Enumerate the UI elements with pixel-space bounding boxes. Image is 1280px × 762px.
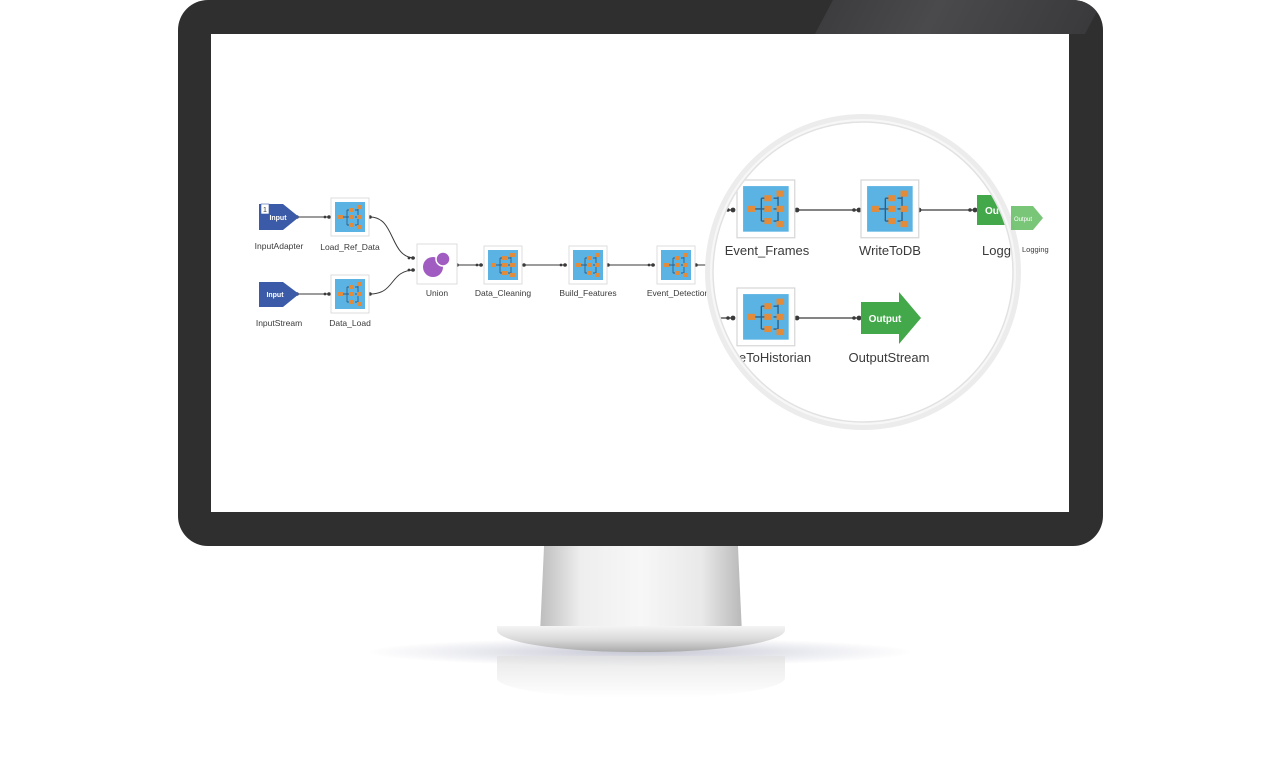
write-to-historian-node[interactable]: eToHistorian <box>736 287 811 365</box>
node-label: Data_Load <box>329 318 371 328</box>
dataflow-icon <box>860 179 920 239</box>
dataflow-icon <box>568 245 608 285</box>
badge-number: 1 <box>263 207 267 214</box>
data-cleaning-node[interactable]: Data_Cleaning <box>475 245 532 298</box>
monitor-screen: 1 Input InputAdapter Input InputStream L… <box>211 34 1069 512</box>
dataflow-icon <box>483 245 523 285</box>
dataflow-icon <box>736 287 796 347</box>
node-label: Build_Features <box>559 288 616 298</box>
data-load-node[interactable]: Data_Load <box>329 274 371 328</box>
node-label: WriteToDB <box>859 243 921 258</box>
input-arrow-icon <box>259 282 299 307</box>
node-label: InputStream <box>256 318 302 328</box>
input-adapter-node[interactable]: 1 Input InputAdapter <box>255 203 304 251</box>
magnifier-lens: Event_Frames WriteToDB Ou Logg eToHistor… <box>705 114 1021 430</box>
union-node[interactable]: Union <box>416 243 458 298</box>
dataflow-icon <box>656 245 696 285</box>
input-stream-node[interactable]: Input InputStream <box>256 282 302 328</box>
output-badge-label: Ou <box>985 206 999 217</box>
node-label: Load_Ref_Data <box>320 242 380 252</box>
event-detection-node[interactable]: Event_Detection <box>647 245 710 298</box>
dataflow-icon <box>330 197 370 237</box>
build-features-node[interactable]: Build_Features <box>559 245 617 298</box>
write-to-db-node[interactable]: WriteToDB <box>859 179 921 258</box>
pipeline-diagram: 1 Input InputAdapter Input InputStream L… <box>255 114 1049 430</box>
output-badge-label: Output <box>1014 217 1032 223</box>
logging-small-label: Logging <box>1022 245 1049 254</box>
output-badge-label: Output <box>869 314 902 325</box>
output-arrow-icon <box>1011 206 1043 230</box>
node-label: Logg <box>982 243 1011 258</box>
input-badge-label: Input <box>269 215 287 222</box>
dataflow-icon <box>736 179 796 239</box>
input-badge-label: Input <box>266 292 284 299</box>
event-frames-node[interactable]: Event_Frames <box>725 179 810 258</box>
node-label: OutputStream <box>849 350 930 365</box>
dataflow-icon <box>330 274 370 314</box>
node-label: Union <box>426 288 448 298</box>
node-label: InputAdapter <box>255 241 304 251</box>
monitor-reflection <box>497 656 785 698</box>
badge-number-box <box>260 203 270 215</box>
node-label: Data_Cleaning <box>475 288 532 298</box>
node-label: eToHistorian <box>739 350 811 365</box>
output-stream-node[interactable]: Output OutputStream <box>849 292 930 365</box>
monitor-stand-neck <box>540 546 742 634</box>
logging-output-small[interactable]: Output <box>1011 206 1043 230</box>
load-ref-data-node[interactable]: Load_Ref_Data <box>320 197 380 252</box>
node-label: Event_Detection <box>647 288 710 298</box>
bezel-gloss <box>814 0 1103 34</box>
node-label: Event_Frames <box>725 243 810 258</box>
